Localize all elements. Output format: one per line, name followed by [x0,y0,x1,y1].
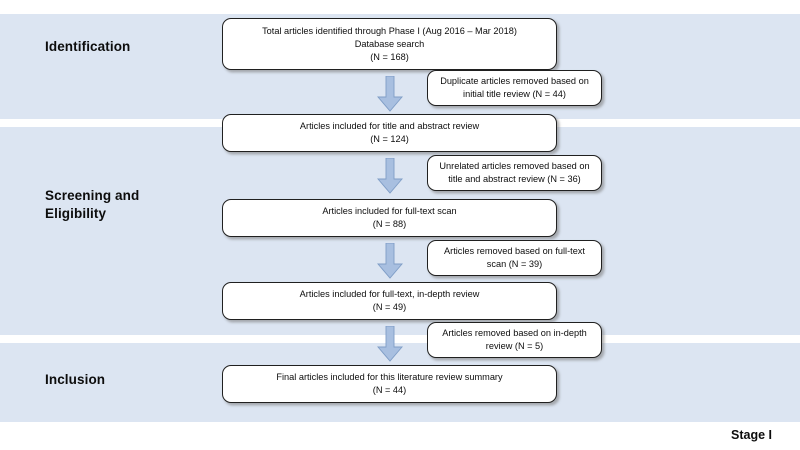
flow-node-excluded-unrelated: Unrelated articles removed based on titl… [427,155,602,191]
flow-node-main-final-included: Final articles included for this literat… [222,365,557,403]
arrow-down-icon [377,158,403,194]
flow-node-main-full-text-scan: Articles included for full-text scan (N … [222,199,557,237]
flow-node-main-identified: Total articles identified through Phase … [222,18,557,70]
stage-label-identification: Identification [45,39,131,54]
flow-node-main-in-depth-review: Articles included for full-text, in-dept… [222,282,557,320]
flow-node-excluded-full-text-scan: Articles removed based on full-text scan… [427,240,602,276]
flow-node-main-title-abstract-review: Articles included for title and abstract… [222,114,557,152]
arrow-down-icon [377,76,403,112]
stage-caption: Stage I [731,428,772,442]
stage-label-screening: Screening and Eligibility [45,188,140,221]
arrow-down-icon [377,326,403,362]
flow-node-excluded-in-depth: Articles removed based on in-depth revie… [427,322,602,358]
stage-label-inclusion: Inclusion [45,372,106,387]
arrow-down-icon [377,243,403,279]
flow-node-excluded-duplicates: Duplicate articles removed based on init… [427,70,602,106]
